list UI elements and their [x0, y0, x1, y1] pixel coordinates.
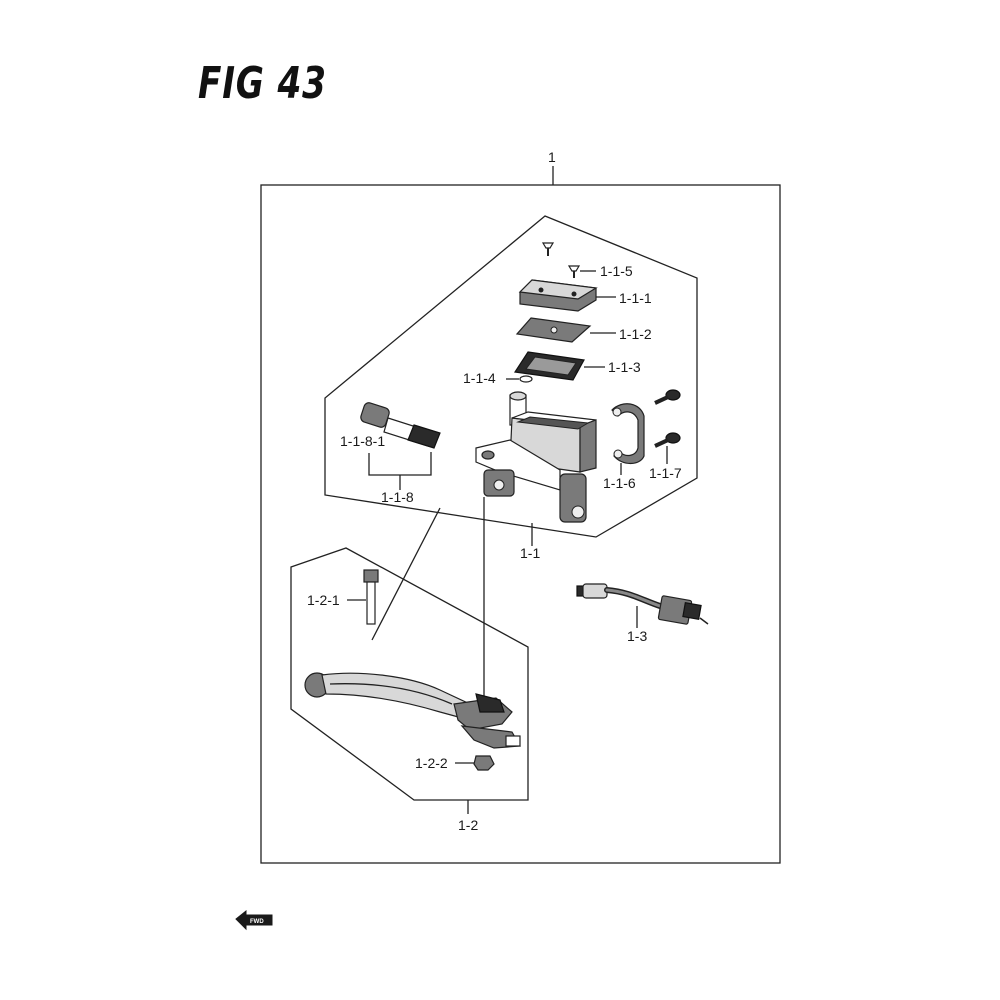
reservoir-float: [519, 375, 533, 383]
callout-1-1-7: 1-1-7: [649, 465, 682, 481]
callout-1-1-6: 1-1-6: [603, 475, 636, 491]
cap-screw-top: [541, 242, 555, 256]
callout-1-2-1: 1-2-1: [307, 592, 340, 608]
lever-nut: [473, 755, 495, 771]
callout-1-2-2: 1-2-2: [415, 755, 448, 771]
callout-1: 1: [548, 149, 556, 165]
handlebar-holder: [611, 403, 645, 465]
reservoir-cap: [518, 279, 598, 312]
callout-1-1: 1-1: [520, 545, 540, 561]
figure-title: FIG 43: [198, 58, 327, 109]
forward-direction-arrow[interactable]: FWD: [235, 909, 273, 931]
lever-pivot-bolt: [363, 569, 379, 625]
reservoir-diaphragm: [513, 351, 585, 381]
lever-group-outline: [290, 547, 529, 801]
master-cylinder-group-outline: [324, 215, 698, 538]
fwd-arrow-label: FWD: [250, 919, 264, 925]
callout-1-1-3: 1-1-3: [608, 359, 641, 375]
group-link-line-a: [371, 507, 441, 641]
callout-1-1-5: 1-1-5: [600, 263, 633, 279]
holder-bolt-upper: [654, 389, 681, 405]
assembly-frame: [260, 184, 781, 864]
callout-1-1-1: 1-1-1: [619, 290, 652, 306]
callout-1-1-4: 1-1-4: [463, 370, 496, 386]
brake-switch-cartridge: [360, 402, 441, 449]
callout-1-1-2: 1-1-2: [619, 326, 652, 342]
holder-bolt-lower: [654, 432, 681, 448]
reservoir-plate: [515, 317, 592, 343]
cap-screw: [567, 265, 581, 278]
callout-1-3: 1-3: [627, 628, 647, 644]
bracket-1-1-8: [368, 452, 432, 476]
brake-lever: [304, 672, 521, 749]
callout-1-1-8-1: 1-1-8-1: [340, 433, 385, 449]
callout-1-1-8: 1-1-8: [381, 489, 414, 505]
master-cylinder-body: [475, 391, 597, 523]
front-brake-switch: [576, 583, 709, 625]
callout-1-2: 1-2: [458, 817, 478, 833]
